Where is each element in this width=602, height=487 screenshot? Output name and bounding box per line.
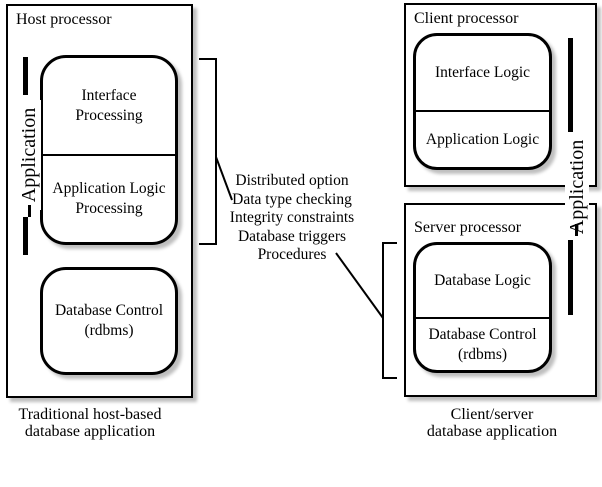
host-caption-line2: database application [24,423,156,440]
client-logic-stack: Interface Logic Application Logic [413,33,552,170]
server-logic-stack: Database Logic Database Control (rdbms) [413,242,552,373]
host-caption: Traditional host-based database applicat… [6,406,174,440]
server-stack-bracket [382,242,397,379]
interface-logic-cell: Interface Logic [416,36,549,112]
application-logic-label-line2: Processing [75,200,143,217]
host-application-span-bar-top [23,57,28,95]
annotation-line: Procedures [257,246,327,263]
host-stack-bracket [199,58,217,245]
host-database-control-cell: Database Control (rdbms) [43,270,175,372]
client-processor-title: Client processor [414,10,519,27]
application-logic-label-line1: Application Logic [52,180,166,197]
application-logic-processing-cell: Application Logic Processing [43,156,175,242]
host-database-control-sub: (rdbms) [84,322,134,339]
server-database-control-label: Database Control [428,325,537,343]
server-caption-line2: database application [426,423,558,440]
host-database-control-label: Database Control [54,302,164,319]
annotation-line: Data type checking [232,190,352,208]
right-application-tick [575,224,578,236]
host-application-tick [28,205,31,217]
annotation-line: Distributed option [235,172,349,189]
annotation-text-block: Distributed option Data type checking In… [220,172,364,265]
client-application-logic-label: Application Logic [425,130,540,148]
host-processor-title: Host processor [16,11,112,28]
right-application-span-bar-bottom [568,240,573,315]
annotation-line: Database triggers [237,227,347,245]
server-database-control-cell: Database Control (rdbms) [416,319,549,370]
host-database-control-box: Database Control (rdbms) [40,267,178,375]
database-logic-label: Database Logic [434,272,531,289]
client-application-logic-cell: Application Logic [416,112,549,167]
host-caption-line1: Traditional host-based [18,406,162,423]
interface-processing-label-line1: Interface [81,87,137,104]
host-application-span-bar-bottom [23,217,28,255]
interface-processing-cell: Interface Processing [43,58,175,156]
server-caption: Client/server database application [402,406,582,440]
interface-processing-label-line2: Processing [75,107,143,124]
annotation-line: Integrity constraints [229,209,355,226]
interface-logic-label: Interface Logic [434,64,531,81]
host-application-side-label: Application [17,100,41,210]
server-caption-line1: Client/server [450,406,534,423]
right-application-span-bar-top [568,38,573,132]
server-database-control-sub: (rdbms) [457,345,508,363]
host-application-stack: Interface Processing Application Logic P… [40,55,178,245]
server-processor-title: Server processor [414,219,522,236]
database-logic-cell: Database Logic [416,245,549,319]
